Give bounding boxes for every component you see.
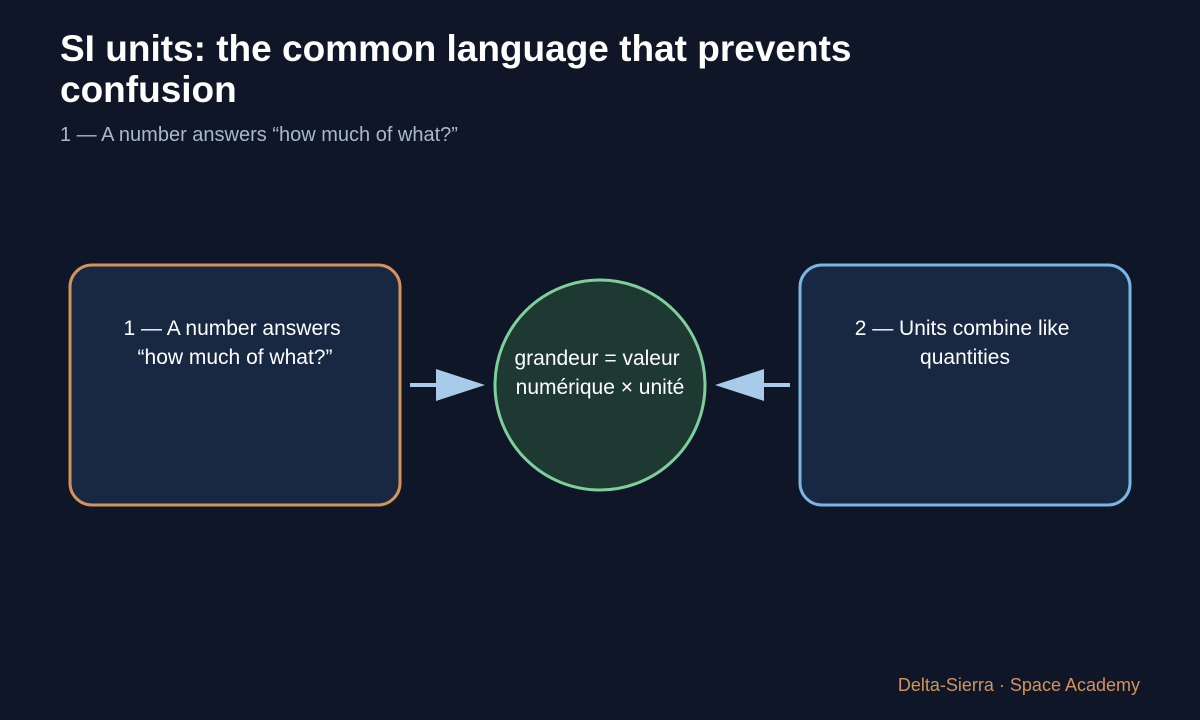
arrow-right-to-center <box>715 369 790 401</box>
arrow-left-to-center <box>410 369 485 401</box>
center-node: grandeur = valeur numérique × unité <box>493 278 707 492</box>
arrow-right-head <box>715 369 764 401</box>
left-node-line-1: 1 — A number answers <box>124 317 341 340</box>
page-title: SI units: the common language that preve… <box>60 28 852 110</box>
center-node-circle <box>493 278 707 492</box>
center-node-line-1: grandeur = valeur <box>514 347 679 370</box>
left-node-line-2: “how much of what?” <box>138 346 333 369</box>
right-node-line-2: quantities <box>920 346 1010 369</box>
center-node-line-2: numérique × unité <box>516 376 685 399</box>
left-node-label: 1 — A number answers “how much of what?” <box>124 317 347 369</box>
page-subtitle: 1 — A number answers “how much of what?” <box>60 124 458 146</box>
right-node: 2 — Units combine like quantities <box>798 263 1132 507</box>
right-node-label: 2 — Units combine like quantities <box>855 317 1076 369</box>
center-node-label: grandeur = valeur numérique × unité <box>514 347 685 399</box>
left-node-box <box>68 263 402 507</box>
arrow-left-head <box>436 369 485 401</box>
left-node: 1 — A number answers “how much of what?” <box>68 263 402 507</box>
footer-credit: Delta-Sierra · Space Academy <box>897 675 1140 695</box>
right-node-box <box>798 263 1132 507</box>
right-node-line-1: 2 — Units combine like <box>855 317 1070 340</box>
